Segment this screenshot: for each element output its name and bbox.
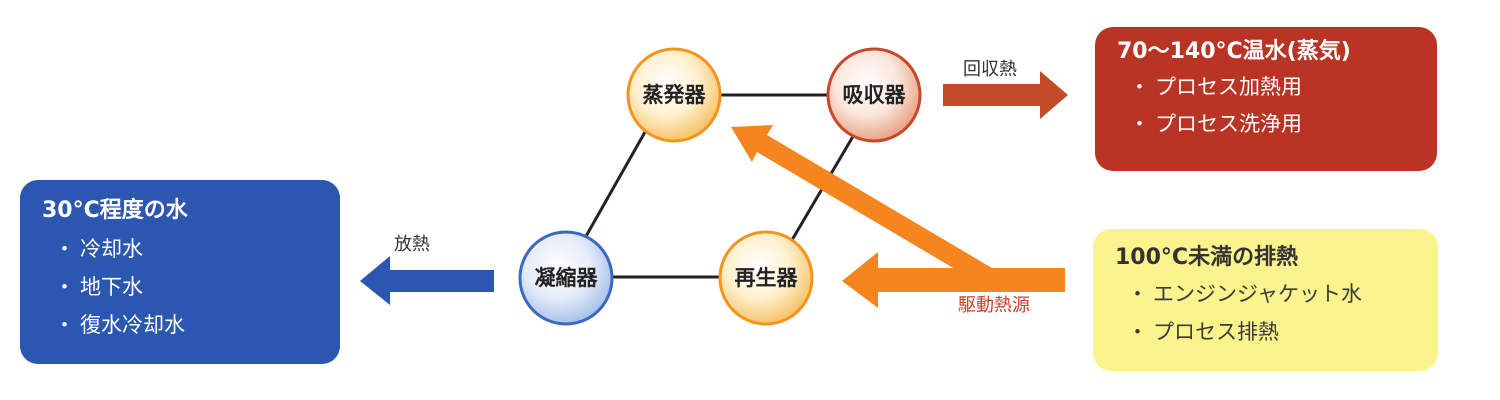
hot-water-title: 70～140°C温水(蒸気) xyxy=(1117,39,1351,64)
bullet: ・ xyxy=(1129,112,1150,136)
list-item-text: 復水冷却水 xyxy=(80,313,185,337)
list-item: ・プロセス排熱 xyxy=(1127,313,1416,351)
heat-release-label: 放熱 xyxy=(394,234,430,255)
recovered-heat-arrow-shape xyxy=(943,71,1068,119)
list-item-text: 地下水 xyxy=(80,275,143,299)
list-item-text: 冷却水 xyxy=(80,237,143,261)
absorber-label: 吸収器 xyxy=(843,83,907,107)
recovered-heat-arrow: 回収熱 xyxy=(943,59,1068,119)
heat-release-arrow-shape xyxy=(360,256,494,305)
cooling-water-list: ・冷却水 ・地下水 ・復水冷却水 xyxy=(42,230,318,344)
list-item-text: プロセス加熱用 xyxy=(1155,75,1302,99)
hot-water-output-box: 70～140°C温水(蒸気) ・プロセス加熱用 ・プロセス洗浄用 xyxy=(1095,27,1437,171)
driving-heat-label: 駆動熱源 xyxy=(958,295,1030,316)
condenser-circle xyxy=(518,230,614,326)
cooling-water-box: 30°C程度の水 ・冷却水 ・地下水 ・復水冷却水 xyxy=(20,180,340,364)
cooling-water-title: 30°C程度の水 xyxy=(42,198,188,223)
waste-heat-source-list: ・エンジンジャケット水 ・プロセス排熱 xyxy=(1115,275,1416,351)
list-item: ・冷却水 xyxy=(54,230,318,268)
bullet: ・ xyxy=(54,237,75,261)
bullet: ・ xyxy=(54,275,75,299)
absorber-node: 吸収器 xyxy=(826,47,922,143)
list-item: ・エンジンジャケット水 xyxy=(1127,275,1416,313)
line-evaporator-condenser xyxy=(583,131,647,239)
drive-arrow-to-evaporator xyxy=(731,125,992,285)
bullet: ・ xyxy=(1129,75,1150,99)
list-item: ・復水冷却水 xyxy=(54,306,318,344)
bullet: ・ xyxy=(54,313,75,337)
list-item: ・プロセス加熱用 xyxy=(1129,69,1415,106)
bullet: ・ xyxy=(1127,320,1148,344)
condenser-label: 凝縮器 xyxy=(535,266,599,290)
drive-arrow-to-regenerator xyxy=(842,252,1065,308)
list-item-text: プロセス排熱 xyxy=(1153,320,1279,344)
hot-water-use-list: ・プロセス加熱用 ・プロセス洗浄用 xyxy=(1117,69,1415,143)
list-item-text: エンジンジャケット水 xyxy=(1153,282,1362,306)
evaporator-label: 蒸発器 xyxy=(643,83,707,107)
waste-heat-title: 100°C未満の排熱 xyxy=(1115,245,1299,270)
driving-heat-arrows: 駆動熱源 xyxy=(731,125,1065,316)
heat-release-arrow: 放熱 xyxy=(360,234,494,305)
list-item: ・地下水 xyxy=(54,268,318,306)
absorber-circle xyxy=(826,47,922,143)
regenerator-label: 再生器 xyxy=(735,266,799,290)
regenerator-node: 再生器 xyxy=(718,230,814,326)
list-item-text: プロセス洗浄用 xyxy=(1155,112,1302,136)
regenerator-circle xyxy=(718,230,814,326)
condenser-node: 凝縮器 xyxy=(518,230,614,326)
list-item: ・プロセス洗浄用 xyxy=(1129,106,1415,143)
evaporator-node: 蒸発器 xyxy=(626,47,722,143)
bullet: ・ xyxy=(1127,282,1148,306)
recovered-heat-label: 回収熱 xyxy=(963,59,1017,80)
waste-heat-input-box: 100°C未満の排熱 ・エンジンジャケット水 ・プロセス排熱 xyxy=(1093,229,1438,371)
evaporator-circle xyxy=(626,47,722,143)
cycle-lines xyxy=(583,93,857,279)
